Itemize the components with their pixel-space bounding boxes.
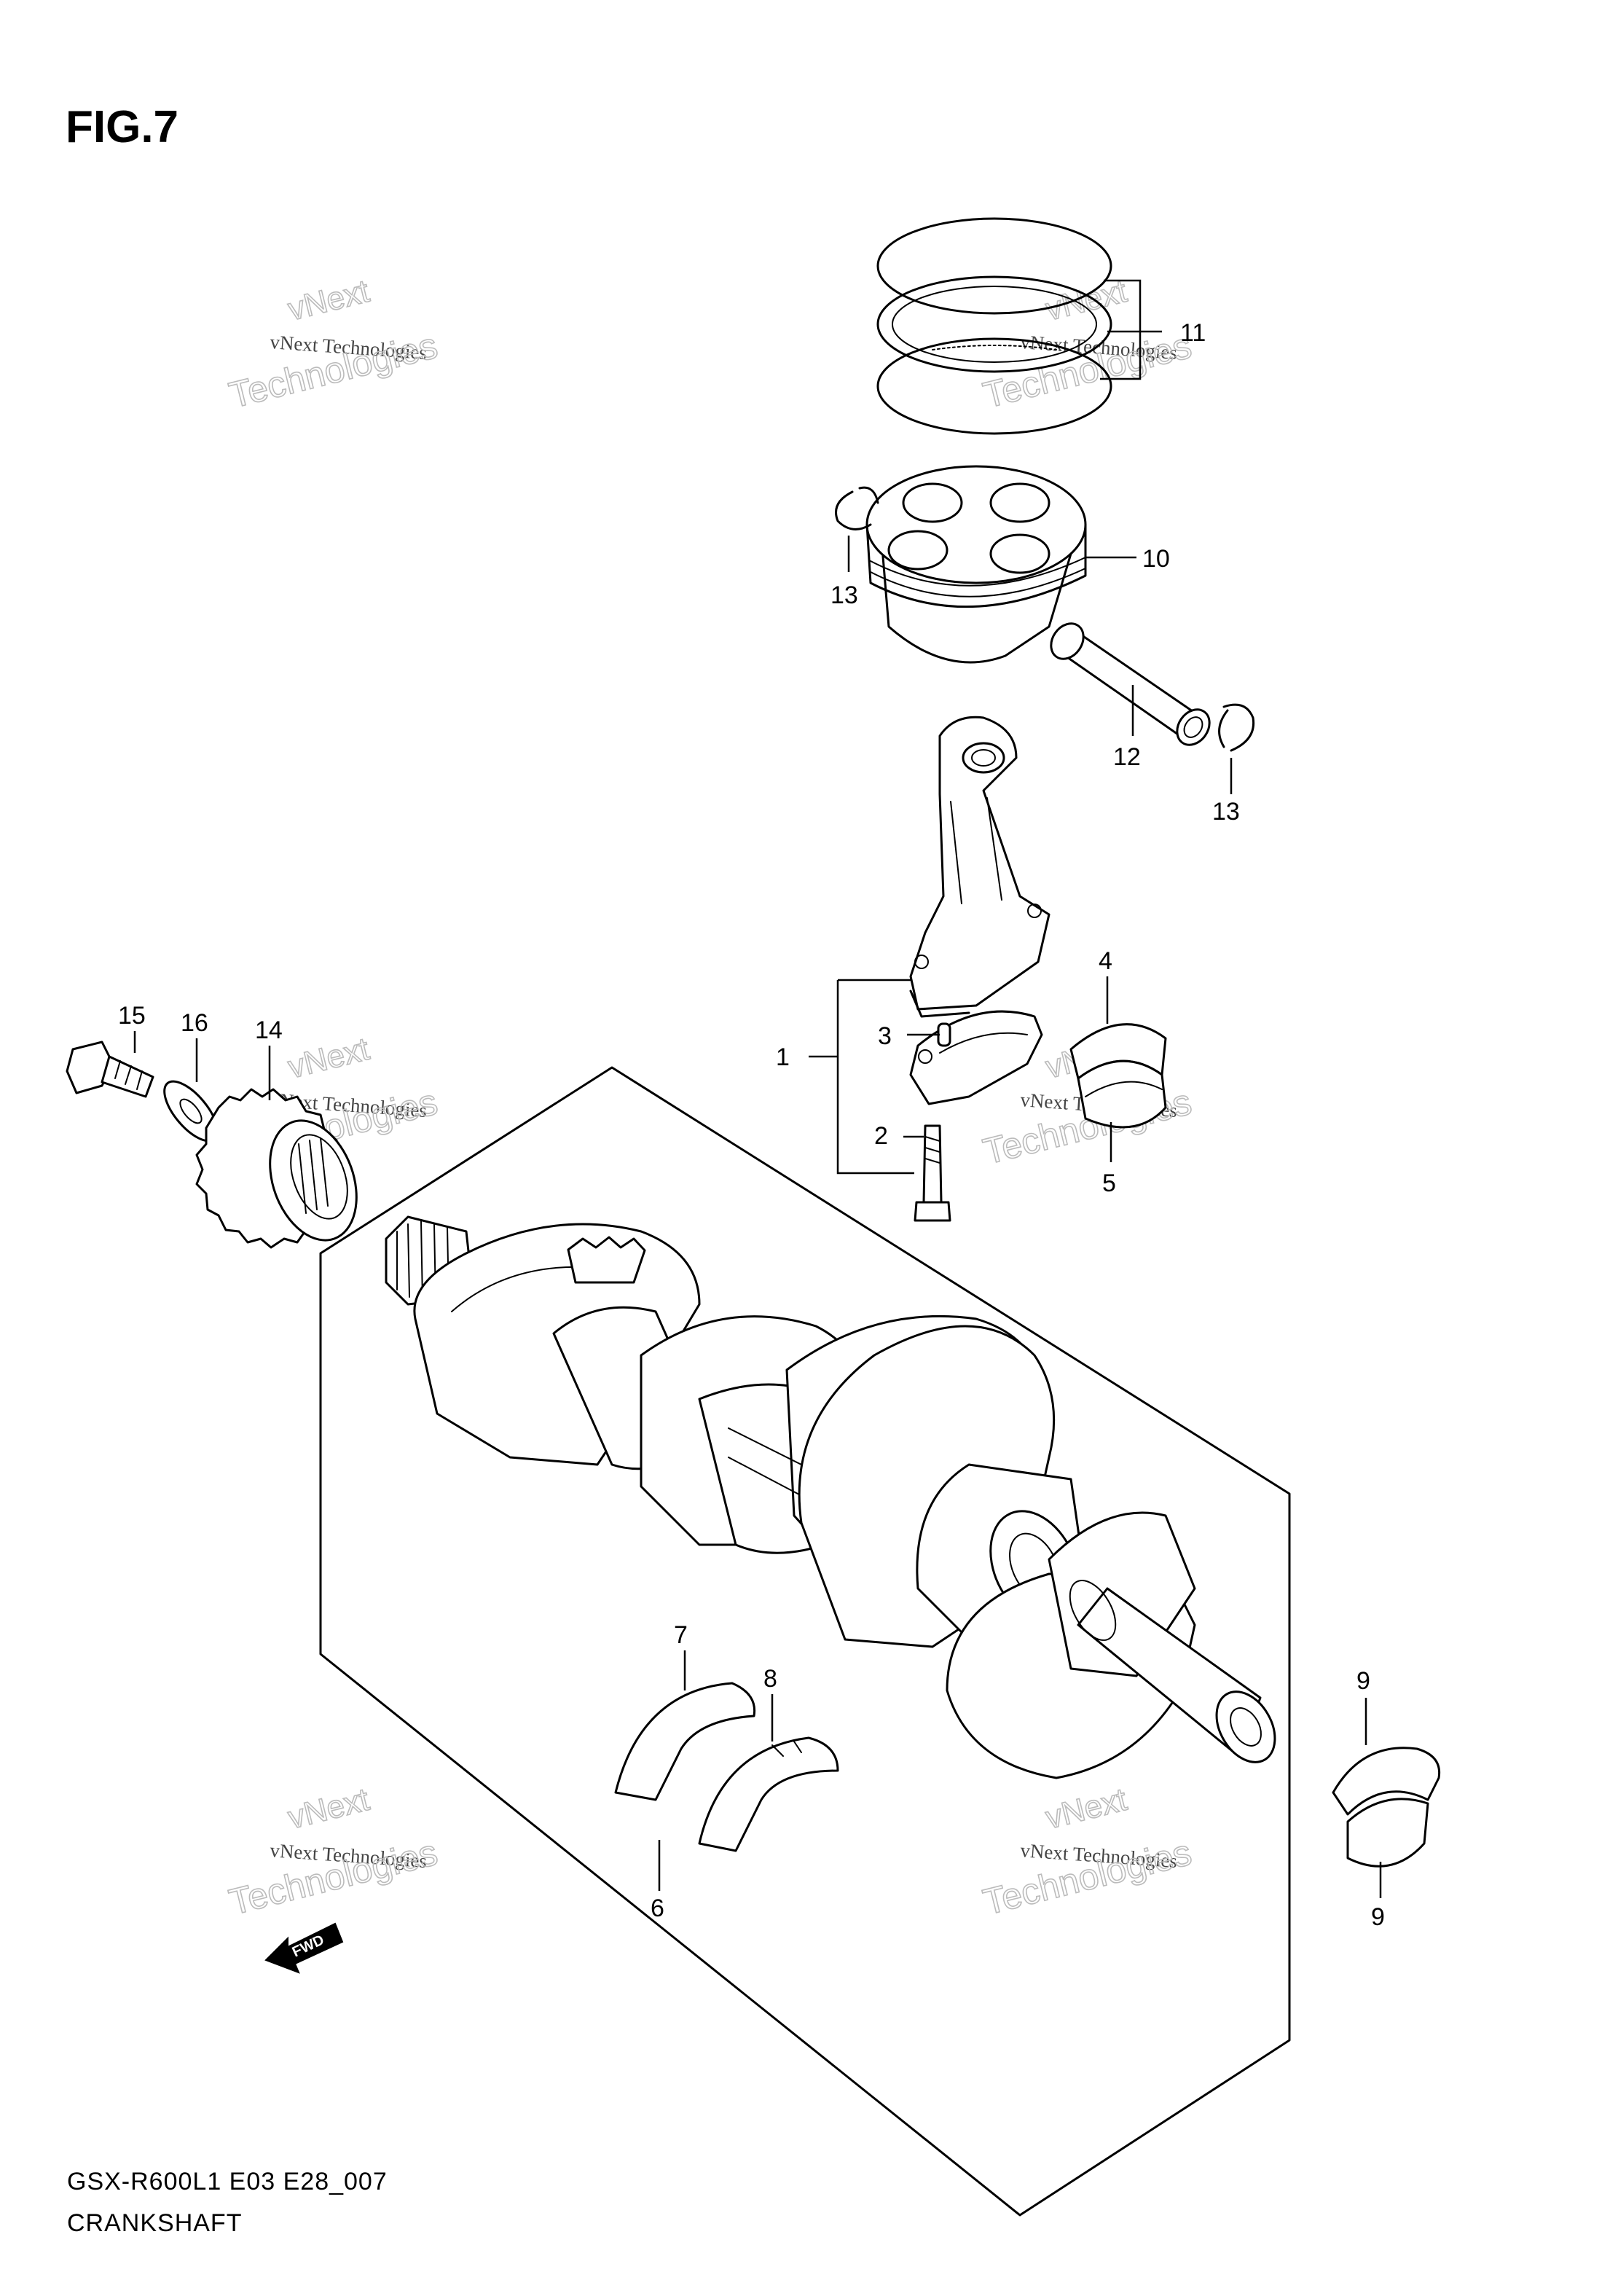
callout-12: 12 (1113, 743, 1141, 771)
piston-pin-clip-left (835, 486, 879, 530)
leader-lines (133, 279, 1382, 1898)
callout-13-right: 13 (1212, 798, 1240, 826)
svg-text:vNext: vNext (285, 273, 373, 328)
callout-10: 10 (1142, 545, 1170, 573)
svg-text:vNext: vNext (285, 1782, 373, 1836)
callout-13-left: 13 (830, 581, 858, 609)
main-bearing (1332, 1747, 1441, 1868)
connecting-rod-bolt (914, 1124, 951, 1222)
sprocket-bolt (66, 1041, 154, 1098)
connecting-rod-bearings (1069, 1023, 1167, 1129)
callout-3: 3 (878, 1022, 892, 1050)
diagram-code: GSX-R600L1 E03 E28_007 (67, 2168, 388, 2195)
figure-title: FIG.7 (66, 102, 178, 152)
svg-text:vNext: vNext (1042, 1782, 1131, 1836)
connecting-rod (909, 716, 1050, 1018)
callout-9-top: 9 (1356, 1667, 1370, 1695)
crankshaft (385, 1215, 1276, 1779)
callout-11: 11 (1180, 319, 1206, 347)
watermark-top-left: vNext vNext Technologies Technologies (224, 273, 441, 416)
callout-15: 15 (118, 1002, 146, 1030)
dowel-pin (937, 1022, 951, 1047)
callout-2: 2 (874, 1122, 888, 1150)
crankshaft-assembly-outline (319, 1066, 1291, 2217)
piston (865, 465, 1087, 664)
callout-14: 14 (255, 1016, 283, 1044)
watermark-bottom-left: vNext vNext Technologies Technologies (224, 1781, 441, 1923)
thrust-bearings (614, 1682, 839, 1852)
diagram-name: CRANKSHAFT (67, 2209, 242, 2237)
callout-16: 16 (181, 1009, 208, 1037)
forward-arrow: FWD (264, 1922, 344, 1974)
callout-4: 4 (1099, 947, 1112, 975)
callout-7: 7 (674, 1621, 688, 1649)
callout-1: 1 (776, 1043, 790, 1071)
svg-text:vNext: vNext (285, 1031, 373, 1086)
callout-8: 8 (763, 1665, 777, 1693)
piston-pin (1050, 622, 1211, 746)
piston-pin-clip-right (1218, 703, 1255, 752)
callout-6: 6 (651, 1895, 664, 1922)
watermark-bottom-right: vNext vNext Technologies Technologies (978, 1781, 1195, 1923)
callout-5: 5 (1102, 1169, 1116, 1197)
callouts: 11 10 13 12 13 4 3 1 2 5 15 16 14 7 8 6 … (118, 319, 1385, 1931)
crank-sprocket (195, 1088, 358, 1249)
piston-rings (876, 217, 1112, 435)
callout-9-bottom: 9 (1371, 1903, 1385, 1931)
